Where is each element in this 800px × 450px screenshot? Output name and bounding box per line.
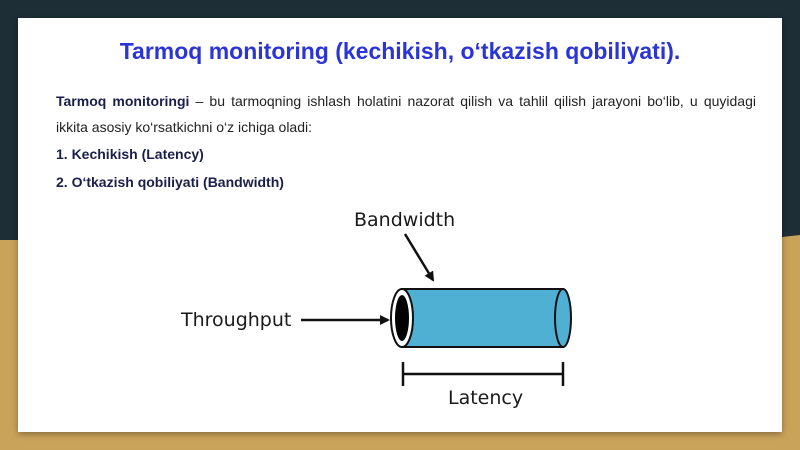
list-item-latency: 1. Kechikish (Latency) [56,146,204,162]
bandwidth-label: Bandwidth [354,209,455,231]
latency-label: Latency [448,387,523,409]
slide-card: Tarmoq monitoring (kechikish, o‘tkazish … [18,18,782,432]
pipe-opening [395,295,409,341]
throughput-label: Throughput [180,309,291,331]
intro-text: – bu tarmoqning ishlash holatini nazorat… [56,93,756,135]
intro-term: Tarmoq monitoringi [56,93,190,109]
slide-title: Tarmoq monitoring (kechikish, o‘tkazish … [119,38,681,64]
pipe-body [401,288,564,348]
pipe-right-cap [554,288,572,348]
bandwidth-arrow [403,233,435,282]
network-pipe-diagram: Bandwidth Throughput Latency [180,209,572,409]
list-item-bandwidth: 2. O‘tkazish qobiliyati (Bandwidth) [56,174,284,190]
intro-paragraph: Tarmoq monitoringi – bu tarmoqning ishla… [56,88,756,140]
